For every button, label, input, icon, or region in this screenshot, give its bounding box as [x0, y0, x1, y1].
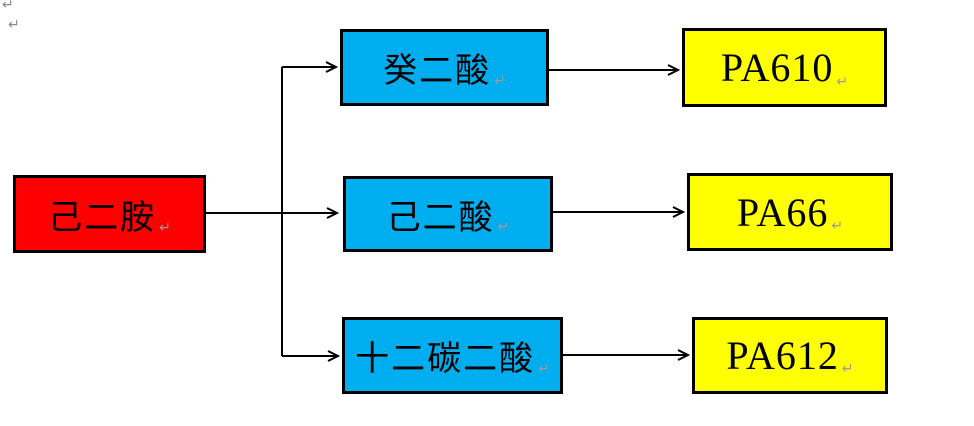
- shape-pa66[interactable]: PA66 ↵: [687, 173, 893, 251]
- paragraph-mark: ↵: [836, 74, 849, 90]
- shape-label: 己二胺: [48, 199, 157, 237]
- shape-pa612[interactable]: PA612 ↵: [692, 317, 888, 394]
- shape-label: PA610: [720, 45, 834, 90]
- shape-pa610[interactable]: PA610 ↵: [682, 28, 887, 107]
- paragraph-mark: ↵: [8, 17, 20, 33]
- shape-hexamethylenediamine[interactable]: 己二胺 ↵: [13, 175, 206, 253]
- paragraph-mark: ↵: [841, 361, 854, 377]
- shape-adipic-acid[interactable]: 己二酸 ↵: [343, 176, 553, 252]
- paragraph-mark: ↵: [2, 0, 14, 13]
- shape-label: PA66: [736, 189, 829, 235]
- shape-dodecanedioic-acid[interactable]: 十二碳二酸 ↵: [342, 317, 563, 394]
- paragraph-mark: ↵: [497, 219, 510, 235]
- shape-label: 己二酸: [386, 199, 495, 237]
- shape-label: 癸二酸: [383, 53, 492, 90]
- paragraph-mark: ↵: [538, 361, 550, 377]
- paragraph-mark: ↵: [494, 73, 506, 89]
- shape-label: PA612: [726, 333, 839, 378]
- paragraph-mark: ↵: [831, 218, 844, 234]
- paragraph-mark: ↵: [159, 220, 171, 236]
- shape-sebacic-acid[interactable]: 癸二酸 ↵: [340, 29, 549, 106]
- shape-label: 十二碳二酸: [355, 341, 536, 378]
